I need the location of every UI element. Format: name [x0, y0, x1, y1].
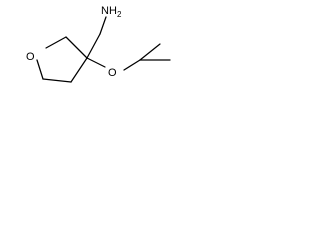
- bond-c2-c3: [65, 36, 88, 59]
- ether-oxygen-label: O: [108, 67, 117, 79]
- bond-o-ch: [123, 59, 141, 71]
- molecule-structure: O O NH 2: [26, 5, 171, 83]
- bond-ch-ch3-upper: [139, 43, 161, 61]
- bond-ch2-n: [99, 16, 107, 35]
- bond-c4-c5: [42, 78, 72, 83]
- bond-o1-c2: [45, 36, 67, 49]
- aminomethyl-group: [86, 16, 107, 59]
- ring-oxygen-label: O: [26, 51, 35, 63]
- amine-label: NH: [101, 5, 117, 17]
- isopropoxy-group: [86, 43, 171, 71]
- bond-c3-o: [86, 57, 106, 68]
- amine-subscript: 2: [117, 10, 122, 19]
- thf-ring: [36, 36, 88, 83]
- bond-c3-ch2: [86, 33, 101, 59]
- bond-c3-c4: [70, 57, 88, 83]
- bond-c5-o1: [36, 59, 44, 80]
